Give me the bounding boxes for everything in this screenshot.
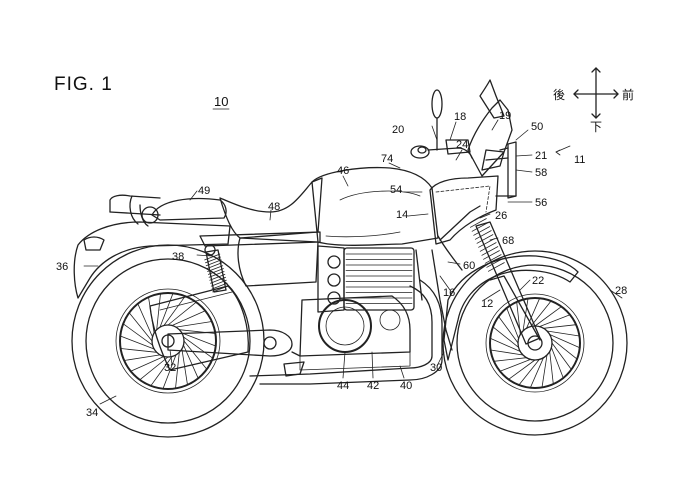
wheel-spoke <box>550 352 554 385</box>
part-label-30: 30 <box>430 362 442 374</box>
wheel-spoke <box>121 349 157 353</box>
direction-front-label: 前 <box>622 87 634 102</box>
part-label-19: 19 <box>499 110 511 122</box>
wheel-spoke <box>157 294 161 330</box>
wheel-spoke <box>544 325 577 329</box>
part-label-36: 36 <box>56 261 68 273</box>
direction-compass: 後 前 下 <box>553 68 634 134</box>
part-label-32: 32 <box>164 362 176 374</box>
tail-light <box>84 237 104 250</box>
part-label-49: 49 <box>198 185 210 197</box>
part-label-34: 34 <box>86 407 98 419</box>
part-label-60: 60 <box>463 260 475 272</box>
part-label-48: 48 <box>268 201 280 213</box>
wheel-spoke <box>176 322 212 328</box>
spring-coil <box>479 239 495 248</box>
wheel-spoke <box>494 358 527 362</box>
part-label-14: 14 <box>396 209 408 221</box>
spring-coil <box>482 247 498 256</box>
luggage-rack <box>110 195 160 226</box>
part-label-20: 20 <box>392 124 404 136</box>
tank-contour-line <box>340 191 420 200</box>
wheel-spoke <box>493 327 519 348</box>
part-label-38: 38 <box>172 251 184 263</box>
part-label-68: 68 <box>502 235 514 247</box>
wheel-spoke <box>539 315 570 327</box>
part-label-11: 11 <box>574 154 585 166</box>
part-label-12: 12 <box>481 298 493 310</box>
reference-label: 10 <box>214 94 228 109</box>
front-cowl <box>468 80 512 176</box>
wheel-spoke <box>551 339 577 360</box>
part-label-40: 40 <box>400 380 412 392</box>
rear-seat <box>152 199 226 220</box>
spring-coil <box>209 272 224 278</box>
spring-coil <box>488 263 504 272</box>
part-label-56: 56 <box>535 197 547 209</box>
part-label-21: 21 <box>535 150 547 162</box>
wheel-spoke <box>500 359 531 371</box>
spring-coil <box>474 227 490 236</box>
part-label-16: 16 <box>443 287 455 299</box>
tank-lower-line <box>326 232 400 237</box>
part-label-18: 18 <box>454 111 466 123</box>
swing-arm-pivot <box>264 337 276 349</box>
shift-lever <box>292 352 300 356</box>
part-label-22: 22 <box>532 275 544 287</box>
part-label-42: 42 <box>367 380 379 392</box>
part-label-74: 74 <box>381 153 393 165</box>
direction-rear-label: 後 <box>553 88 565 102</box>
clutch-cover <box>319 300 371 352</box>
part-label-54: 54 <box>390 184 402 196</box>
spring-coil <box>475 231 491 240</box>
part-label-44: 44 <box>337 380 349 392</box>
wheel-spoke <box>124 355 160 361</box>
part-label-26: 26 <box>495 210 507 222</box>
spring-coil <box>477 235 493 244</box>
part-label-50: 50 <box>531 121 543 133</box>
spring-coil <box>472 223 488 232</box>
figure-title: FIG. 1 <box>54 74 113 95</box>
part-label-58: 58 <box>535 167 547 179</box>
muffler <box>150 286 248 370</box>
wheel-spoke <box>519 359 540 385</box>
part-label-46: 46 <box>337 165 349 177</box>
part-label-24: 24 <box>456 139 468 151</box>
direction-down-label: 下 <box>590 120 602 134</box>
side-cover <box>238 238 318 286</box>
spring-coil <box>484 251 500 260</box>
part-label-28: 28 <box>615 285 627 297</box>
wheel-spoke <box>551 347 563 378</box>
spring-coil <box>480 243 496 252</box>
rear-shock <box>205 245 228 292</box>
fuel-tank <box>312 168 438 246</box>
